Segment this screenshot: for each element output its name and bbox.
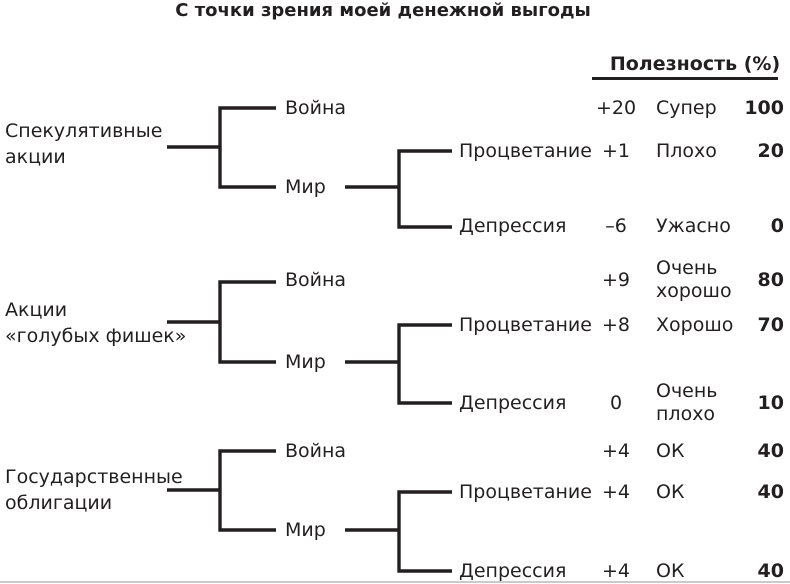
outcome-utility: 70 [757, 314, 784, 336]
option-name-line: Спекулятивные [5, 120, 163, 142]
option-name-line: «голубых фишек» [5, 325, 187, 347]
branch-label-prosperity: Процветание [459, 314, 592, 336]
outcome-utility: 40 [757, 560, 784, 582]
outcome-rating: Очень хорошо [656, 257, 732, 302]
outcome-rating: Плохо [656, 140, 717, 162]
outcome-utility: 10 [757, 392, 784, 414]
branch-label-war: Война [285, 440, 347, 462]
branch-label-prosperity: Процветание [459, 481, 592, 503]
outcome-utility: 0 [770, 215, 784, 237]
outcome-utility: 20 [757, 140, 784, 162]
page-scan-edge [0, 581, 790, 583]
outcome-utility: 80 [757, 269, 784, 291]
outcome-rating: ОК [656, 440, 685, 462]
branch-label-depression: Депрессия [459, 392, 567, 414]
tree-connector [218, 106, 276, 189]
branch-label-peace: Мир [285, 351, 326, 373]
branch-label-war: Война [285, 97, 347, 119]
option-label-speculative-stocks: Спекулятивные акции [5, 118, 162, 170]
tree-connector [397, 149, 452, 229]
branch-label-war: Война [285, 269, 347, 291]
outcome-payoff: +4 [601, 560, 630, 582]
outcome-rating: ОК [656, 560, 685, 582]
outcome-payoff: –6 [605, 215, 627, 237]
outcome-rating: Ужасно [656, 215, 731, 237]
branch-label-peace: Мир [285, 176, 326, 198]
outcome-payoff: +1 [601, 140, 630, 162]
option-name-line: Акции [5, 299, 68, 321]
figure-title: С точки зрения моей денежной выгоды [175, 0, 591, 21]
tree-connector [218, 280, 276, 364]
outcome-rating: ОК [656, 481, 685, 503]
tree-connector [397, 490, 452, 573]
option-name-line: Государственные [5, 466, 183, 488]
option-label-government-bonds: Государственные облигации [5, 464, 183, 516]
outcome-payoff: +20 [595, 97, 637, 119]
outcome-payoff: +4 [601, 440, 630, 462]
outcome-rating: Очень плохо [656, 380, 718, 425]
branch-label-peace: Мир [285, 519, 326, 541]
outcome-payoff: +4 [601, 481, 630, 503]
tree-connector [218, 449, 276, 532]
outcome-rating: Супер [656, 97, 717, 119]
outcome-payoff: +8 [601, 314, 630, 336]
branch-label-depression: Депрессия [459, 560, 567, 582]
outcome-payoff: 0 [609, 392, 623, 414]
tree-connector [397, 323, 452, 405]
outcome-utility: 40 [757, 440, 784, 462]
option-name-line: облигации [5, 492, 113, 514]
outcome-rating: Хорошо [656, 314, 734, 336]
utility-header-underline [592, 77, 778, 80]
outcome-utility: 40 [757, 481, 784, 503]
option-name-line: акции [5, 146, 66, 168]
outcome-utility: 100 [744, 97, 784, 119]
outcome-payoff: +9 [601, 269, 630, 291]
branch-label-prosperity: Процветание [459, 140, 592, 162]
branch-label-depression: Депрессия [459, 215, 567, 237]
utility-column-header: Полезность (%) [609, 53, 781, 75]
option-label-blue-chip-stocks: Акции «голубых фишек» [5, 297, 186, 349]
